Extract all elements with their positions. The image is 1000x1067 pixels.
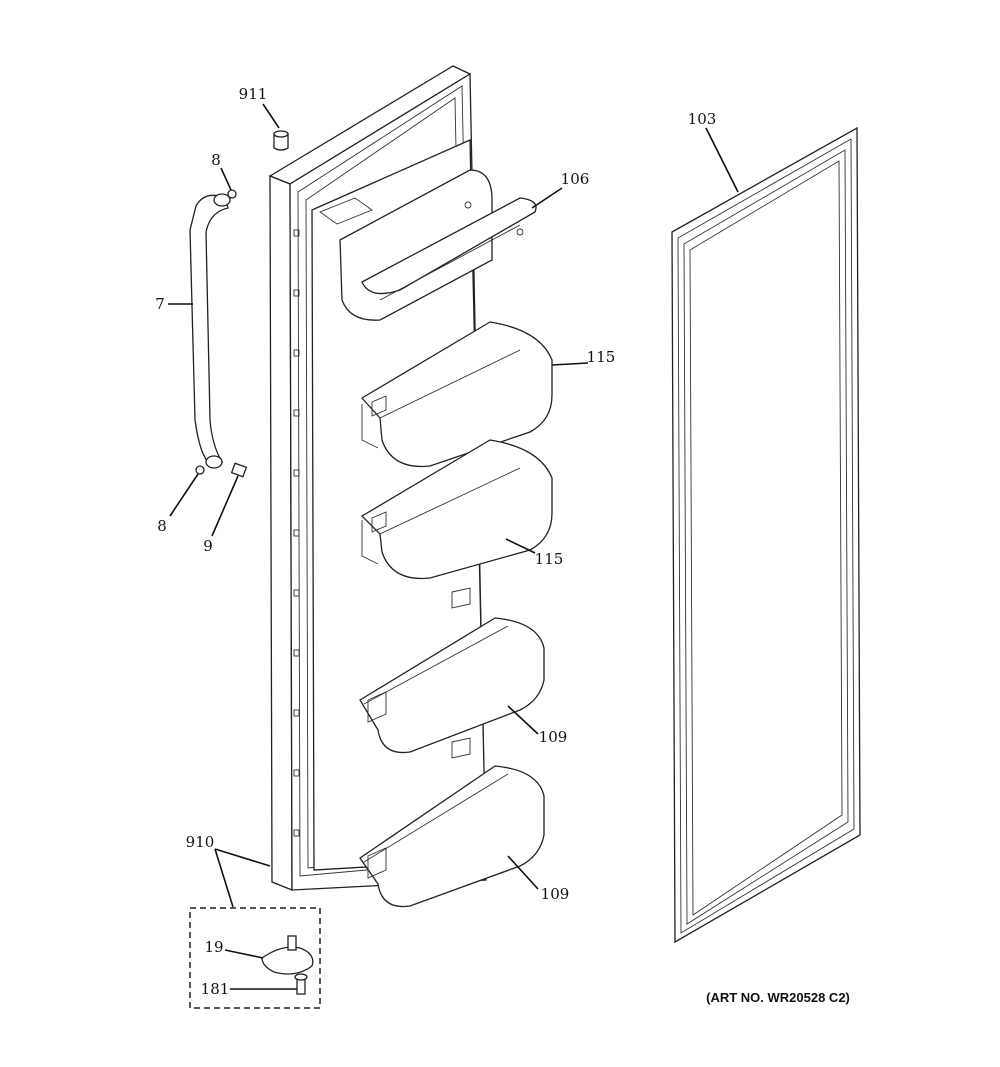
callout-115-upper: 115 xyxy=(587,348,616,366)
handle-screw-top xyxy=(227,189,237,199)
hinge-plug xyxy=(273,130,289,151)
door-bin-115-upper xyxy=(360,321,553,468)
dairy-compartment xyxy=(339,169,537,321)
callout-106: 106 xyxy=(561,170,590,188)
art-number: (ART NO. WR20528 C2) xyxy=(706,990,850,1005)
callout-109-lower: 109 xyxy=(541,885,570,903)
callout-115-lower: 115 xyxy=(535,550,564,568)
leader-lines xyxy=(168,103,739,990)
callout-109-upper: 109 xyxy=(539,728,568,746)
door-bin-115-lower xyxy=(360,439,553,580)
callout-103: 103 xyxy=(688,110,717,128)
door-bin-109-upper xyxy=(359,587,545,754)
callout-19: 19 xyxy=(204,938,223,956)
callout-910: 910 xyxy=(186,833,215,851)
hinge-kit-box xyxy=(189,907,321,1009)
callout-911: 911 xyxy=(239,85,268,103)
handle-screw-bottom xyxy=(195,465,205,475)
door-handle xyxy=(189,193,231,469)
callout-8-top: 8 xyxy=(211,151,221,169)
callout-7: 7 xyxy=(155,295,165,313)
door-gasket xyxy=(671,126,861,944)
door-bin-109-lower xyxy=(359,737,545,908)
hinge-screw xyxy=(294,973,308,995)
door-liner-detents xyxy=(293,229,300,837)
callout-9: 9 xyxy=(203,537,213,555)
handle-stud xyxy=(230,462,248,478)
hinge-bracket xyxy=(261,935,314,975)
callout-8-bottom: 8 xyxy=(157,517,167,535)
callout-181: 181 xyxy=(201,980,230,998)
